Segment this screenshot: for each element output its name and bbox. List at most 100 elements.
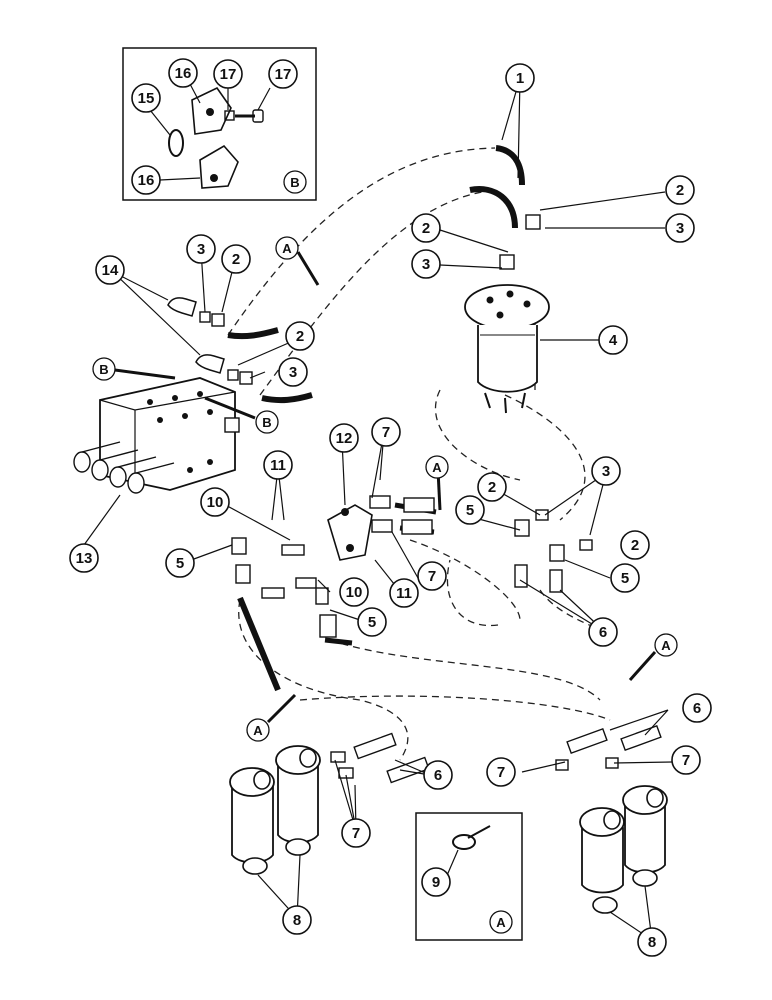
svg-text:7: 7 — [382, 424, 390, 441]
svg-text:5: 5 — [621, 570, 629, 587]
part-label-7: 7 — [486, 757, 516, 787]
part-label-1: 1 — [505, 63, 535, 93]
inset-a-tag-text: A — [496, 915, 506, 930]
svg-text:3: 3 — [676, 220, 684, 237]
svg-text:2: 2 — [422, 220, 430, 237]
svg-text:5: 5 — [466, 502, 474, 519]
svg-text:13: 13 — [76, 550, 93, 567]
svg-text:2: 2 — [232, 251, 240, 268]
inset-a-clip-detail: A — [415, 812, 523, 941]
part-label-3: 3 — [186, 234, 216, 264]
callout-a-left: A — [246, 693, 297, 742]
svg-text:4: 4 — [609, 332, 618, 349]
svg-text:2: 2 — [676, 182, 684, 199]
svg-text:8: 8 — [293, 912, 301, 929]
callout-b-lower-text: B — [262, 415, 271, 430]
callout-a-extra-text: A — [0, 0, 10, 3]
svg-text:17: 17 — [275, 66, 292, 83]
callout-b-upper: B — [92, 357, 176, 381]
svg-text:6: 6 — [434, 767, 442, 784]
svg-text:5: 5 — [368, 614, 376, 631]
part-label-2: 2 — [285, 321, 315, 351]
part-label-3: 3 — [278, 357, 308, 387]
svg-text:3: 3 — [422, 256, 430, 273]
svg-text:2: 2 — [631, 537, 639, 554]
part-label-7: 7 — [417, 561, 447, 591]
part-label-11: 11 — [389, 578, 419, 608]
part-label-5: 5 — [357, 607, 387, 637]
part-label-5: 5 — [165, 548, 195, 578]
part-label-2: 2 — [477, 472, 507, 502]
callout-a-top: A — [275, 236, 320, 286]
svg-text:10: 10 — [207, 494, 224, 511]
svg-text:2: 2 — [488, 479, 496, 496]
part-label-10: 10 — [339, 577, 369, 607]
svg-text:15: 15 — [138, 90, 155, 107]
part-label-4: 4 — [598, 325, 628, 355]
part-label-14: 14 — [95, 255, 125, 285]
svg-text:5: 5 — [176, 555, 184, 572]
part-label-6: 6 — [588, 617, 618, 647]
part-label-2: 2 — [620, 530, 650, 560]
part-label-17: 17 — [268, 59, 298, 89]
svg-text:16: 16 — [138, 172, 155, 189]
part-label-17: 17 — [213, 59, 243, 89]
svg-text:6: 6 — [693, 700, 701, 717]
svg-text:7: 7 — [352, 825, 360, 842]
inset-b-tag: B — [283, 170, 307, 194]
hydraulic-filter — [464, 284, 550, 414]
part-label-16: 16 — [131, 165, 161, 195]
part-label-7: 7 — [371, 417, 401, 447]
part-label-3: 3 — [665, 213, 695, 243]
callout-a-top-text: A — [282, 241, 292, 256]
part-label-2: 2 — [221, 244, 251, 274]
part-label-16: 16 — [168, 58, 198, 88]
svg-text:7: 7 — [682, 752, 690, 769]
part-label-8: 8 — [282, 905, 312, 935]
svg-text:2: 2 — [296, 328, 304, 345]
part-label-10: 10 — [200, 487, 230, 517]
callout-a-extra: A — [0, 0, 10, 3]
part-label-5: 5 — [455, 495, 485, 525]
part-label-5: 5 — [610, 563, 640, 593]
svg-text:3: 3 — [602, 463, 610, 480]
inset-b-tag-text: B — [290, 175, 299, 190]
svg-text:11: 11 — [270, 457, 286, 474]
svg-text:9: 9 — [432, 874, 440, 891]
part-label-6: 6 — [682, 693, 712, 723]
part-label-7: 7 — [671, 745, 701, 775]
svg-text:8: 8 — [648, 934, 656, 951]
part-label-2: 2 — [411, 213, 441, 243]
svg-text:16: 16 — [175, 65, 192, 82]
callout-a-right-text: A — [661, 638, 671, 653]
leader-lines — [83, 77, 673, 941]
part-label-9: 9 — [421, 867, 451, 897]
control-valve — [73, 377, 240, 494]
part-label-2: 2 — [665, 175, 695, 205]
svg-text:17: 17 — [220, 66, 237, 83]
callout-tags: A A A A B B — [92, 236, 678, 742]
cylinders-right — [579, 785, 668, 914]
part-number-balloons: 1 2 3 2 3 4 14 3 2 2 3 15 16 17 17 16 13… — [69, 58, 712, 957]
callout-a-mid: A — [425, 455, 449, 511]
callout-b-upper-text: B — [99, 362, 108, 377]
svg-text:11: 11 — [396, 585, 412, 602]
part-label-13: 13 — [69, 543, 99, 573]
part-label-12: 12 — [329, 423, 359, 453]
inset-b-flange-detail: B — [122, 47, 317, 201]
svg-text:7: 7 — [428, 568, 436, 585]
svg-text:1: 1 — [516, 70, 524, 87]
part-label-3: 3 — [411, 249, 441, 279]
callout-a-left-text: A — [253, 723, 263, 738]
part-label-3: 3 — [591, 456, 621, 486]
callout-b-lower: B — [204, 396, 279, 434]
svg-text:3: 3 — [197, 241, 205, 258]
svg-text:14: 14 — [102, 262, 119, 279]
callout-a-right: A — [628, 633, 678, 681]
callout-a-mid-text: A — [432, 460, 442, 475]
svg-text:7: 7 — [497, 764, 505, 781]
cylinders-left — [229, 745, 321, 875]
part-label-11: 11 — [263, 450, 293, 480]
inset-a-tag: A — [489, 910, 513, 934]
